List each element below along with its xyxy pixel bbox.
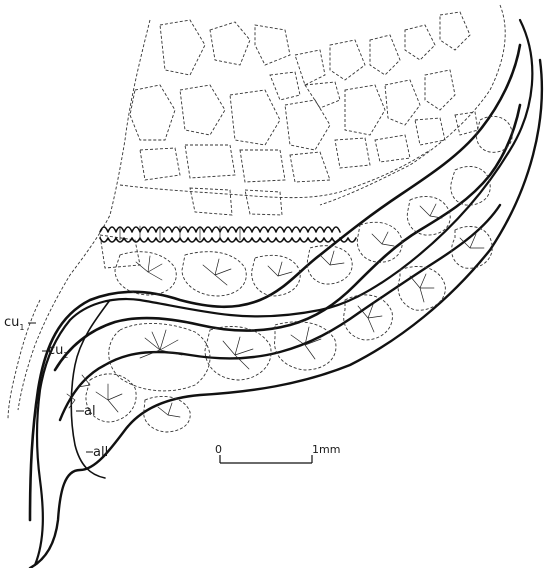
lobule (115, 252, 176, 295)
labels: cu1 cu2 al all (4, 315, 108, 460)
network-right-edge (320, 5, 505, 205)
lobule (451, 166, 490, 205)
cell (180, 85, 225, 135)
cell (160, 20, 205, 75)
label-cu1: cu1 (4, 315, 24, 332)
scale-bar-start-label: 0 (215, 443, 222, 456)
cell (345, 85, 385, 135)
cell (335, 138, 370, 168)
cell (385, 80, 420, 125)
lobule (252, 255, 301, 296)
lobule (205, 326, 271, 380)
cell (370, 35, 400, 75)
cell (305, 82, 340, 108)
scale-bar: 0 1mm (215, 443, 340, 463)
cell (405, 25, 435, 60)
cell (230, 90, 280, 145)
vein (136, 256, 162, 280)
lobule (477, 116, 513, 152)
label-al: al (84, 404, 96, 419)
label-all: all (93, 445, 108, 460)
vein (268, 262, 292, 276)
outer-upper-contour (35, 20, 532, 565)
vein (96, 384, 122, 412)
duct-al (60, 205, 500, 420)
cell (455, 112, 478, 135)
vein (372, 232, 394, 246)
network-left-edge (18, 20, 150, 410)
cell (425, 70, 455, 110)
lobule (357, 222, 402, 262)
scale-bar-end-label: 1mm (312, 443, 340, 456)
cell (270, 72, 300, 100)
cell (290, 152, 330, 182)
cell (295, 50, 325, 85)
cell (245, 190, 282, 215)
scallop-bottom (100, 238, 356, 242)
cell (330, 40, 365, 80)
cell (255, 25, 290, 65)
cell (130, 85, 175, 140)
vein (420, 204, 442, 218)
cell (185, 145, 235, 178)
scalloped-band (100, 227, 356, 242)
vein (158, 403, 180, 417)
cell (240, 150, 285, 182)
vein (203, 259, 231, 285)
vein (223, 337, 253, 369)
cell (285, 100, 330, 150)
cell (375, 135, 410, 162)
cell (140, 148, 180, 180)
cell (415, 118, 445, 145)
duct-cu2 (55, 105, 520, 370)
vein (410, 274, 434, 302)
label-cu2: cu2 (48, 343, 68, 360)
network-lower-boundary (120, 150, 430, 198)
cell (440, 12, 470, 50)
cell (210, 22, 250, 65)
